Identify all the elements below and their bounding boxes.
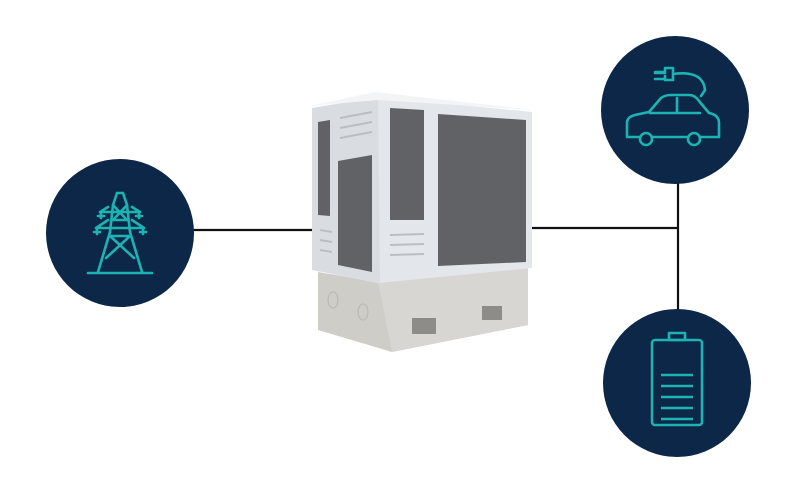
connectors [190, 180, 680, 312]
power-cabinet-image [310, 92, 534, 352]
ev-node [601, 36, 749, 184]
grid-node [46, 159, 194, 307]
battery-icon [650, 331, 704, 427]
electric-car-charging-icon [625, 66, 721, 147]
battery-node [603, 309, 751, 457]
power-transmission-tower-icon [86, 191, 154, 275]
